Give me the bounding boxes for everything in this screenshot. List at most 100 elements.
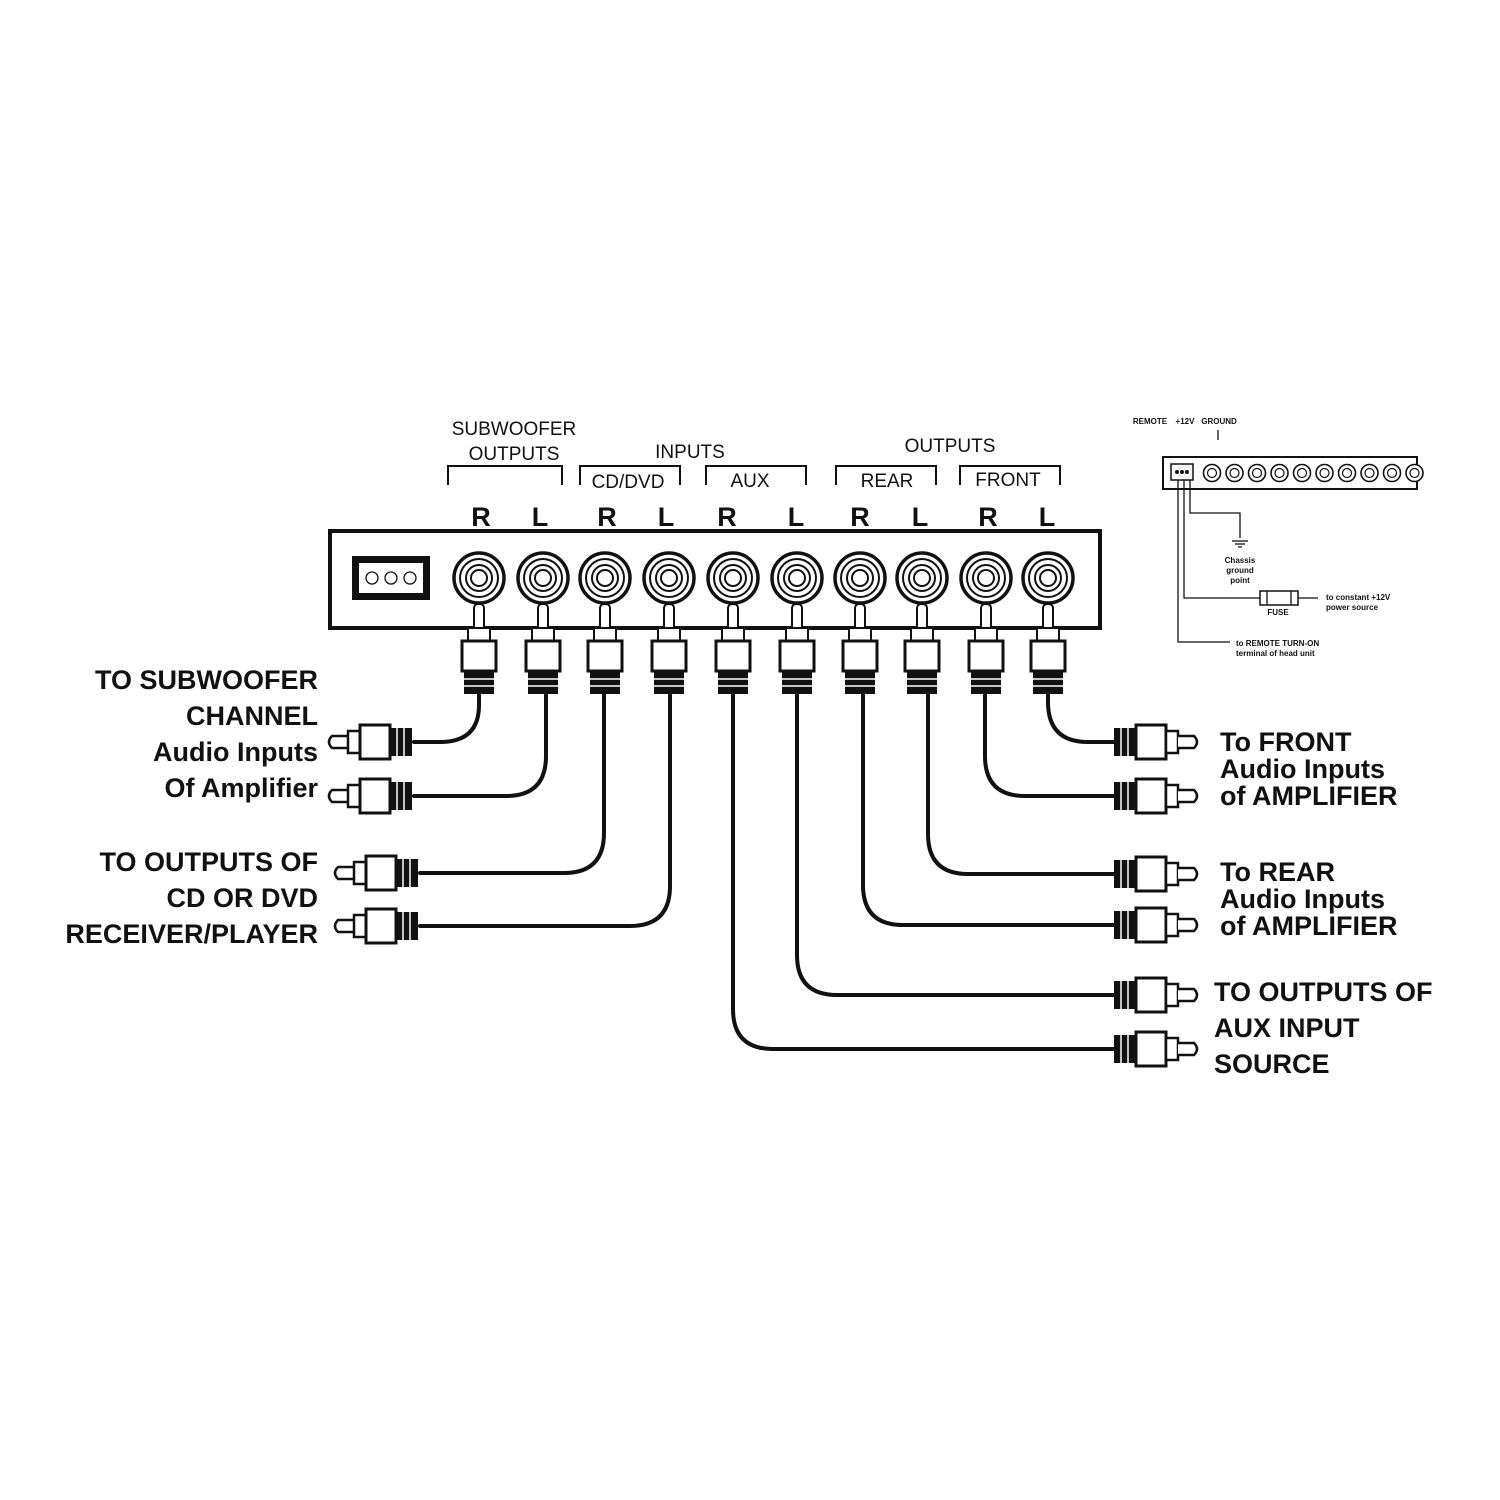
- inset-jack: [1247, 463, 1267, 483]
- cable-aux-l: [795, 693, 1116, 997]
- cable-cd-r: [418, 693, 606, 875]
- jack-label: R: [597, 502, 617, 532]
- vertical-rca-plug: [460, 603, 498, 694]
- group-headers: SUBWOOFER OUTPUTS INPUTS OUTPUTS CD/DVD …: [447, 419, 1061, 493]
- vertical-plugs: [460, 603, 1067, 694]
- constant-line2: power source: [1326, 603, 1379, 612]
- inset-unit: [1162, 456, 1418, 490]
- jack-label: L: [532, 502, 549, 532]
- cd-dvd-bracket: [579, 465, 681, 485]
- rear-label-line1: To REAR: [1220, 857, 1335, 887]
- cable-sub-r: [412, 693, 481, 744]
- cd-dvd-header: CD/DVD: [592, 472, 665, 493]
- remote-wire: [1177, 480, 1230, 643]
- power-connector: [352, 556, 430, 600]
- vertical-rca-plug: [650, 603, 688, 694]
- jack-label: R: [471, 502, 491, 532]
- vertical-rca-plug: [967, 603, 1005, 694]
- sub-label-line4: Of Amplifier: [164, 773, 318, 803]
- inset-jack: [1270, 463, 1289, 483]
- cd-label-line2: CD OR DVD: [166, 883, 318, 913]
- aux-label-line2: AUX INPUT: [1214, 1013, 1360, 1043]
- jack-label: R: [717, 502, 737, 532]
- aux-label-line1: TO OUTPUTS OF: [1214, 977, 1433, 1007]
- rear-bracket: [835, 465, 937, 485]
- power-wiring-inset: REMOTE +12V GROUND Chassis ground point …: [1133, 417, 1424, 658]
- rear-label-line2: Audio Inputs: [1220, 884, 1385, 914]
- left-plugs: [327, 723, 418, 945]
- rear-l-plug: [1114, 855, 1199, 893]
- rca-jack: [959, 551, 1013, 605]
- ground-label: GROUND: [1201, 417, 1237, 426]
- rca-jack: [895, 551, 949, 605]
- inset-jack: [1360, 463, 1379, 483]
- aux-label-line3: SOURCE: [1214, 1049, 1330, 1079]
- sub-l-plug: [327, 777, 412, 815]
- vertical-rca-plug: [841, 603, 879, 694]
- cable-rear-l: [926, 693, 1116, 876]
- aux-header: AUX: [730, 471, 769, 492]
- cable-rear-r: [861, 693, 1116, 927]
- chassis-line3: point: [1230, 576, 1250, 585]
- jack-label: L: [658, 502, 675, 532]
- sub-label-line2: CHANNEL: [186, 701, 318, 731]
- cable-cd-l: [418, 693, 672, 928]
- inset-jack: [1405, 463, 1424, 483]
- inset-jack: [1202, 463, 1222, 483]
- cable-sub-l: [412, 693, 548, 798]
- sub-r-plug: [327, 723, 412, 761]
- vertical-rca-plug: [714, 603, 752, 694]
- remote-label: REMOTE: [1133, 417, 1168, 426]
- cd-r-plug: [333, 854, 418, 892]
- chassis-line1: Chassis: [1225, 556, 1256, 565]
- rca-jack: [516, 551, 570, 605]
- aux-bracket: [705, 465, 807, 485]
- rear-r-plug: [1114, 906, 1199, 944]
- inset-jack: [1315, 463, 1334, 483]
- aux-l-plug: [1114, 976, 1199, 1014]
- inset-jack: [1292, 463, 1312, 483]
- subwoofer-bracket: [447, 465, 563, 485]
- inset-jack: [1225, 463, 1244, 483]
- front-bracket: [959, 465, 1061, 485]
- right-labels: To FRONT Audio Inputs of AMPLIFIER To RE…: [1214, 727, 1433, 1079]
- front-label-line1: To FRONT: [1220, 727, 1352, 757]
- cd-l-plug: [333, 907, 418, 945]
- vertical-rca-plug: [903, 603, 941, 694]
- rca-jack: [642, 551, 696, 605]
- aux-r-plug: [1114, 1030, 1199, 1068]
- vertical-rca-plug: [778, 603, 816, 694]
- cable-front-r: [983, 693, 1116, 798]
- left-labels: TO SUBWOOFER CHANNEL Audio Inputs Of Amp…: [65, 665, 318, 949]
- front-header: FRONT: [975, 470, 1041, 491]
- inputs-header: INPUTS: [655, 442, 725, 463]
- jack-label: L: [788, 502, 805, 532]
- rca-jack: [452, 551, 506, 605]
- front-label-line2: Audio Inputs: [1220, 754, 1385, 784]
- fuse-icon: [1259, 590, 1299, 606]
- front-l-plug: [1114, 723, 1199, 761]
- chassis-line2: ground: [1226, 566, 1254, 575]
- rca-jack: [1021, 551, 1075, 605]
- cd-label-line1: TO OUTPUTS OF: [99, 847, 318, 877]
- rear-header: REAR: [861, 471, 914, 492]
- rca-jack: [833, 551, 887, 605]
- subwoofer-header-line1: SUBWOOFER: [452, 419, 577, 440]
- remote-turn-on-line1: to REMOTE TURN-ON: [1236, 639, 1319, 648]
- fuse-label: FUSE: [1267, 608, 1289, 617]
- inset-jacks: [1202, 463, 1424, 483]
- outputs-header: OUTPUTS: [905, 436, 996, 457]
- front-r-plug: [1114, 777, 1199, 815]
- rca-jacks: [452, 551, 1075, 605]
- vertical-rca-plug: [524, 603, 562, 694]
- inset-jack: [1382, 463, 1402, 483]
- sub-label-line3: Audio Inputs: [153, 737, 318, 767]
- constant-line1: to constant +12V: [1326, 593, 1391, 602]
- jack-label: L: [912, 502, 929, 532]
- cable-front-l: [1046, 693, 1116, 744]
- vertical-rca-plug: [586, 603, 624, 694]
- jack-label: L: [1039, 502, 1056, 532]
- remote-turn-on-line2: terminal of head unit: [1236, 649, 1315, 658]
- rear-label-line3: of AMPLIFIER: [1220, 911, 1397, 941]
